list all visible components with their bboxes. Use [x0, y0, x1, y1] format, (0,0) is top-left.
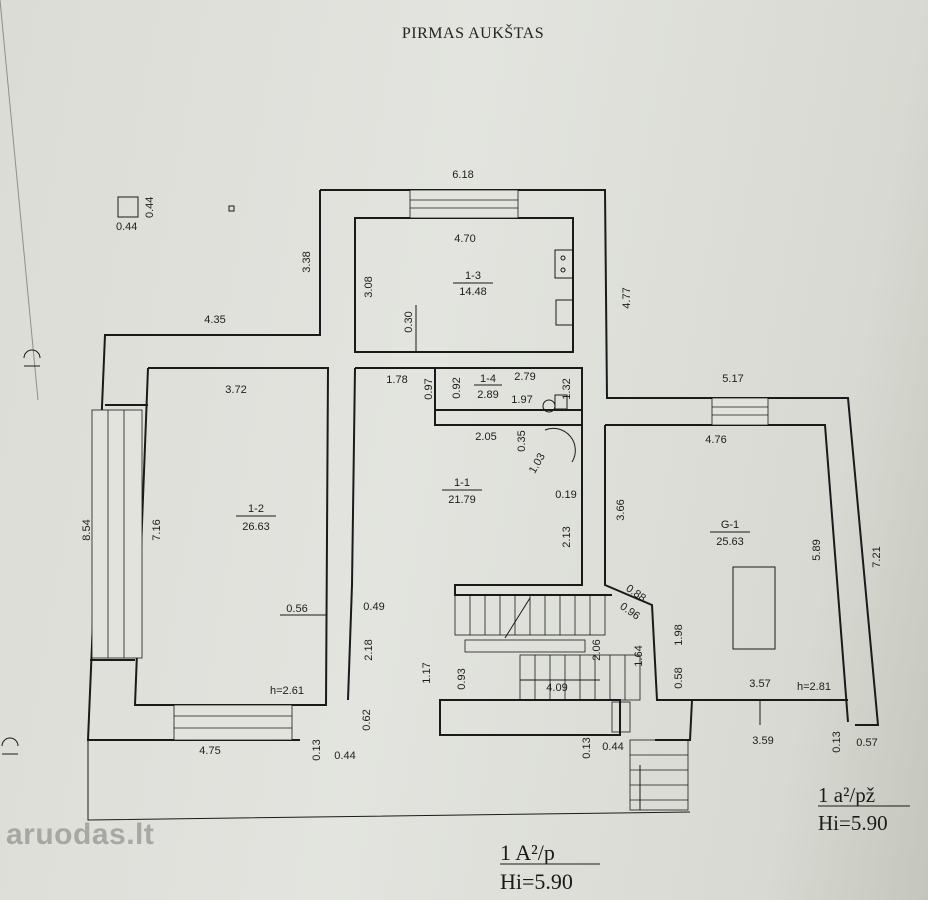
dim-bottom-057: 0.57: [856, 737, 877, 749]
dim-garage-outer: 7.21: [871, 546, 883, 567]
dim-056: 0.56: [286, 603, 307, 615]
dim-kitchen-width: 4.70: [454, 233, 475, 245]
room-area: 2.89: [477, 389, 498, 401]
room-area: 21.79: [448, 494, 476, 506]
dim-197: 1.97: [511, 394, 532, 406]
dim-035: 0.35: [516, 430, 528, 451]
note-bottom: 1 A²/p Hi=5.90: [500, 840, 600, 894]
note-bottom-line2: Hi=5.90: [500, 869, 573, 894]
dim-bottom-044-a: 0.44: [334, 750, 355, 762]
dim-117: 1.17: [421, 662, 433, 683]
dim-164: 1.64: [633, 645, 645, 666]
dim-garage-left: 3.66: [615, 499, 627, 520]
dim-058: 0.58: [673, 667, 685, 688]
dim-218: 2.18: [363, 639, 375, 660]
dim-097: 0.97: [423, 378, 435, 399]
room-id: G-1: [721, 519, 739, 531]
dim-409: 4.09: [546, 682, 567, 694]
note-right: 1 a²/pž Hi=5.90: [818, 783, 910, 835]
dim-chimney-w: 0.44: [116, 221, 137, 233]
dim-bottom-044-b: 0.44: [602, 741, 623, 753]
binder-holes: [0, 0, 41, 755]
room-1-1: 1-1 21.79: [442, 477, 482, 506]
dim-019: 0.19: [555, 489, 576, 501]
dim-chimney-h: 0.44: [144, 197, 156, 218]
dimensions: 6.18 4.70 4.35 3.72 4.75 0.44 0.56 0.49 …: [81, 169, 883, 762]
chimney: 0.44 0.44: [116, 196, 235, 233]
note-right-line2: Hi=5.90: [818, 811, 888, 835]
dim-top-width: 6.18: [452, 169, 473, 181]
dim-062: 0.62: [361, 709, 373, 730]
note-bottom-line1: 1 A²/p: [500, 840, 555, 865]
room-1-3: 1-3 14.48: [453, 270, 493, 298]
dim-garage-width: 4.76: [705, 434, 726, 446]
room-area: 25.63: [716, 536, 744, 548]
room-area: 26.63: [242, 521, 270, 533]
room-1-2: 1-2 26.63: [236, 503, 276, 533]
dim-132: 1.32: [561, 378, 573, 399]
dim-room12-width: 3.72: [225, 384, 246, 396]
room-id: 1-1: [454, 477, 470, 489]
dim-garage-top: 5.17: [722, 373, 743, 385]
room-area: 14.48: [459, 286, 487, 298]
dim-outer-left-height: 8.54: [81, 519, 93, 540]
dim-bottom-left: 4.75: [199, 745, 220, 757]
windows: [91, 189, 769, 741]
dim-213: 2.13: [561, 526, 573, 547]
dim-bottom-013-b: 0.13: [581, 737, 593, 758]
dim-garage-right: 5.89: [811, 539, 823, 560]
room-g-1: G-1 25.63: [710, 519, 750, 548]
dim-kitchen-height: 3.08: [363, 276, 375, 297]
height-left: h=2.61: [270, 685, 304, 697]
dim-096: 0.96: [618, 600, 642, 622]
room-1-4: 1-4 2.89: [474, 373, 502, 401]
fixtures: [542, 249, 776, 733]
note-right-line1: 1 a²/pž: [818, 783, 875, 807]
height-right: h=2.81: [797, 681, 831, 693]
stairs: [454, 594, 689, 811]
dim-178: 1.78: [386, 374, 407, 386]
room-id: 1-2: [248, 503, 264, 515]
dim-092: 0.92: [451, 377, 463, 398]
dim-bottom-013-a: 0.13: [311, 739, 323, 760]
dim-205: 2.05: [475, 431, 496, 443]
dim-room12-height: 7.16: [151, 519, 163, 540]
dim-279: 2.79: [514, 371, 535, 383]
dim-103: 1.03: [527, 451, 548, 476]
dim-198: 1.98: [673, 624, 685, 645]
dim-359: 3.59: [752, 735, 773, 747]
dim-left-wing-width: 4.35: [204, 314, 225, 326]
dim-206: 2.06: [591, 639, 603, 660]
dim-093: 0.93: [456, 668, 468, 689]
room-id: 1-3: [465, 270, 481, 282]
dim-bottom-013-c: 0.13: [831, 731, 843, 752]
dim-357: 3.57: [749, 678, 770, 690]
plan-title: PIRMAS AUKŠTAS: [402, 23, 544, 42]
watermark-logo: aruodas.lt: [6, 818, 155, 851]
dim-left-wing-top: 3.38: [301, 251, 313, 272]
dim-right-side: 4.77: [621, 287, 633, 308]
dim-kitchen-offset: 0.30: [403, 311, 415, 332]
room-id: 1-4: [480, 373, 496, 385]
dim-049: 0.49: [363, 601, 384, 613]
